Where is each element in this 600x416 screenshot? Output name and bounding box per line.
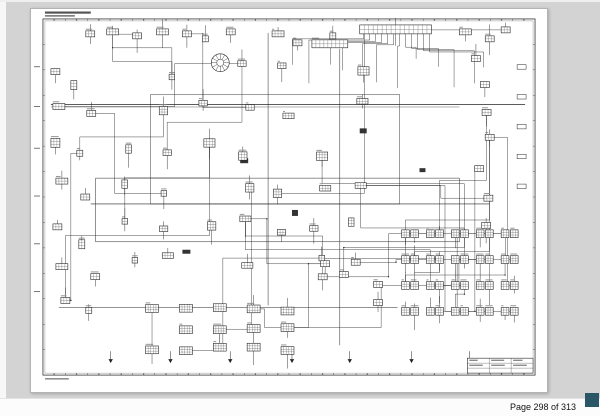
viewer-left-margin (0, 0, 6, 416)
viewer-top-margin (0, 0, 600, 2)
page-indicator: Page 298 of 313 (509, 402, 576, 412)
wiring-diagram-graphic (33, 11, 536, 380)
diagram-page (30, 8, 548, 393)
corner-accent (585, 393, 599, 407)
status-bar: Page 298 of 313 (0, 398, 600, 416)
